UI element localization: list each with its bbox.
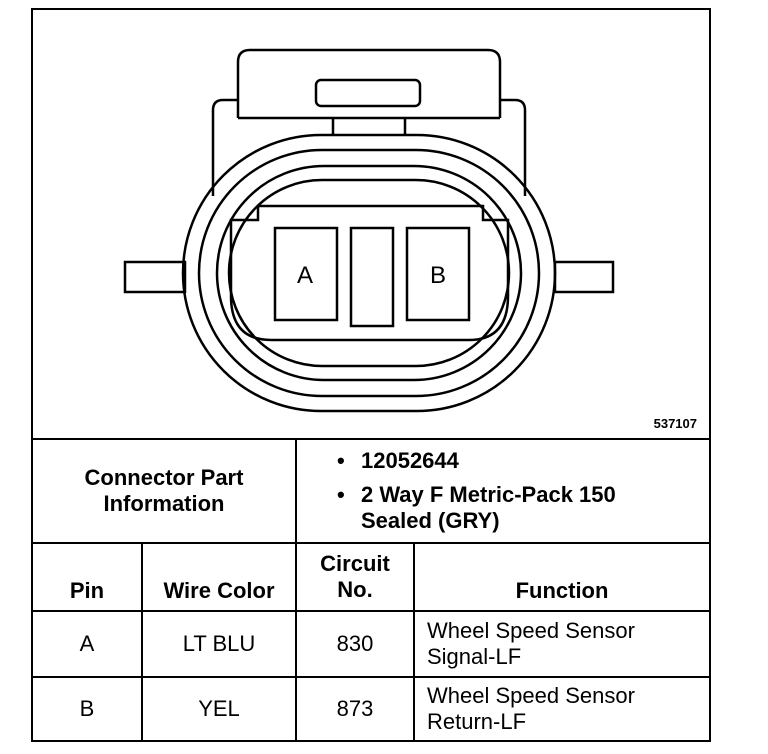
part-info-label-line1: Connector Part [84,465,244,490]
header-circuit-no: Circuit No. [297,544,413,610]
connector-seal-color: Sealed (GRY) [361,508,500,533]
row-b-function-line2: Return-LF [427,709,527,734]
row-a-wire-color: LT BLU [182,631,256,656]
header-circuit-line2: No. [337,577,373,602]
bullet: • [337,482,345,507]
divider-header [33,610,709,612]
latch-tab [314,78,422,108]
row-a-pin: A [79,631,95,656]
part-info-list: • 12052644 • 2 Way F Metric-Pack 150 Sea… [337,448,707,542]
row-b-function-line1: Wheel Speed Sensor [427,683,635,708]
part-number: 12052644 [361,448,459,473]
divider-diagram [33,438,709,440]
seal-ring [215,164,523,382]
bullet: • [337,448,345,473]
divider-part-info [33,542,709,544]
figure-number: 537107 [653,416,697,431]
center-key [349,226,395,328]
inner-seal [227,178,511,368]
divider-col-wire [295,542,297,740]
part-info-label: Connector Part Information [33,440,295,542]
row-a-function-line1: Wheel Speed Sensor [427,618,635,643]
cavity-b [405,226,471,322]
left-ear [123,260,187,294]
connector-face-view: A B 537107 [33,10,709,438]
header-wire-color: Wire Color [163,578,275,603]
latch-right-shoulder [500,98,527,196]
latch-left-shoulder [211,98,238,196]
divider-row-a [33,676,709,678]
connector-face [229,204,510,342]
part-info-item: • 2 Way F Metric-Pack 150 Sealed (GRY) [337,482,707,534]
pin-b-label: B [430,262,446,289]
cavity-a [273,226,339,322]
row-a-function-line2: Signal-LF [427,644,522,669]
part-info-label-line2: Information [103,491,225,516]
row-b-function: Wheel Speed Sensor Return-LF [427,678,707,740]
header-pin: Pin [69,578,105,603]
outer-shell [181,133,557,413]
row-b-circuit: 873 [336,696,374,721]
connector-description: 2 Way F Metric-Pack 150 [361,482,616,507]
header-circuit-line1: Circuit [320,551,390,576]
row-b-wire-color: YEL [198,696,240,721]
connector-drawing: A B [123,48,615,413]
part-info-item: • 12052644 [337,448,707,474]
pin-a-label: A [297,262,313,289]
divider-part-info-vertical [295,438,297,542]
middle-shell [197,148,541,398]
connector-diagram-frame: A B 537107 Connector Part Information • … [31,8,711,742]
row-a-function: Wheel Speed Sensor Signal-LF [427,612,707,676]
row-a-circuit: 830 [336,631,374,656]
header-function: Function [515,578,609,603]
row-b-pin: B [79,696,95,721]
divider-col-circuit [413,542,415,740]
right-ear [553,260,615,294]
latch-housing [236,48,502,118]
divider-col-pin [141,542,143,740]
